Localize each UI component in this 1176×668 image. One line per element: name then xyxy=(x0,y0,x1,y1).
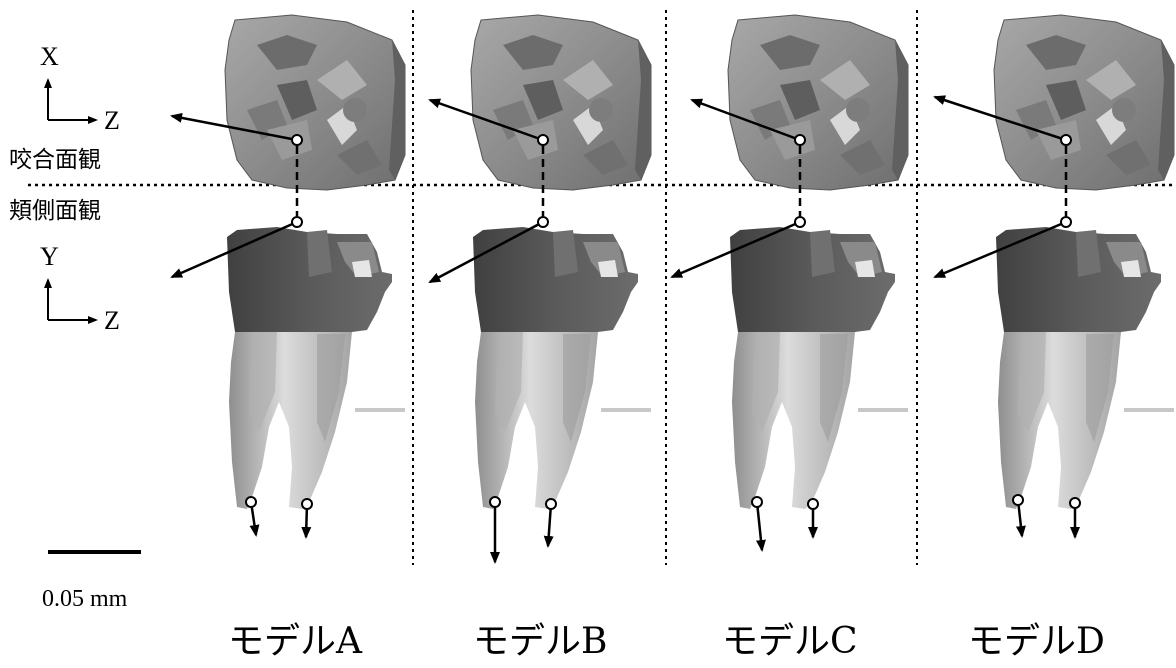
occlusal-tooth-model-b xyxy=(471,15,651,190)
buccal-node-model-a xyxy=(292,217,302,227)
buccal-node-model-d xyxy=(1061,217,1071,227)
model-panel-a xyxy=(172,15,405,537)
occlusal-view-label: 咬合面観 xyxy=(9,149,101,172)
occlusal-tooth-model-d xyxy=(994,15,1174,190)
model-panel-c xyxy=(672,15,908,550)
occlusal-node-model-c xyxy=(795,135,805,145)
occlusal-axis-horizontal-label: Z xyxy=(104,108,120,134)
buccal-tooth-model-b xyxy=(473,227,638,509)
distal-root-node-model-d xyxy=(1013,495,1023,505)
mesial-root-node-model-b xyxy=(546,499,556,509)
buccal-axis-vertical-label: Y xyxy=(40,244,59,270)
occlusal-node-model-b xyxy=(538,135,548,145)
model-panel-b xyxy=(430,15,651,562)
buccal-view-label: 頬側面観 xyxy=(9,200,101,223)
mesial-root-arrow-model-b xyxy=(548,504,551,546)
distal-root-node-model-b xyxy=(490,497,500,507)
distal-root-arrow-model-c xyxy=(757,502,762,550)
mesial-root-node-model-a xyxy=(302,499,312,509)
mesial-root-node-model-c xyxy=(808,499,818,509)
scale-bar-label: 0.05 mm xyxy=(42,587,127,611)
buccal-axis-horizontal-label: Z xyxy=(104,308,120,334)
buccal-tooth-model-c xyxy=(730,227,895,509)
model-label-c: モデルC xyxy=(722,624,858,660)
model-panel-d xyxy=(935,15,1174,537)
model-label-b: モデルB xyxy=(473,624,607,660)
occlusal-tooth-model-a xyxy=(225,15,405,190)
buccal-axis-icon xyxy=(48,280,96,320)
buccal-node-model-c xyxy=(795,217,805,227)
distal-root-node-model-c xyxy=(752,497,762,507)
buccal-tooth-model-a xyxy=(227,227,392,509)
mesial-root-node-model-d xyxy=(1070,498,1080,508)
occlusal-axis-vertical-label: X xyxy=(40,44,59,70)
buccal-tooth-model-d xyxy=(996,227,1161,509)
buccal-node-model-b xyxy=(538,217,548,227)
occlusal-node-model-a xyxy=(292,135,302,145)
occlusal-tooth-model-c xyxy=(728,15,908,190)
model-label-d: モデルD xyxy=(968,624,1105,660)
distal-root-node-model-a xyxy=(246,497,256,507)
occlusal-axis-icon xyxy=(48,80,96,120)
model-label-a: モデルA xyxy=(228,624,362,660)
occlusal-node-model-d xyxy=(1061,135,1071,145)
